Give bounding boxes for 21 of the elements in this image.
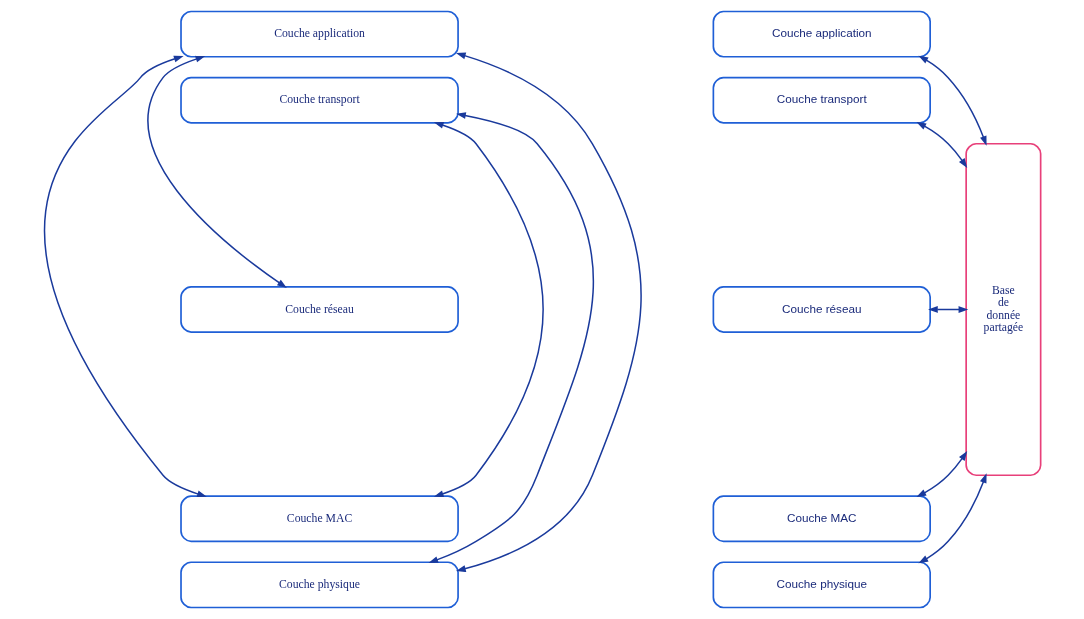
arrow [427,112,594,563]
arrow [433,122,544,497]
node-box: Couche transport [179,76,459,124]
node-box: Couche physique [179,561,459,609]
node-box: Couche transport [712,76,931,124]
arrow [43,55,207,498]
arrow [917,55,987,146]
node-box: Couche MAC [712,495,931,543]
arrow [915,121,967,169]
arrow [927,306,968,313]
node-box: Couche physique [712,561,931,609]
node-box: Base de donnée partagée [964,142,1041,477]
node-box: Couche application [179,10,459,58]
node-box: Couche MAC [179,495,459,543]
node-box: Couche application [712,10,931,58]
arrow [915,450,967,498]
arrow [917,473,987,564]
arrow [455,52,642,572]
node-box: Couche réseau [179,286,459,333]
arrow [146,55,287,289]
node-box: Couche réseau [712,286,931,333]
